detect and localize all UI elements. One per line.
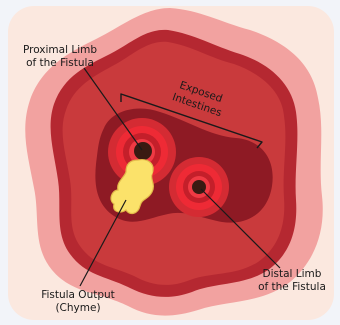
distal-label-line1: Distal Limb (244, 268, 340, 281)
distal-limb-label: Distal Limb of the Fistula (244, 268, 340, 294)
proximal-limb-label: Proximal Limb of the Fistula (10, 44, 110, 70)
output-label-line1: Fistula Output (30, 289, 126, 302)
output-label-line2: (Chyme) (30, 302, 126, 315)
distal-label-line2: of the Fistula (244, 281, 340, 294)
proximal-label-line2: of the Fistula (10, 57, 110, 70)
fistula-output-label: Fistula Output (Chyme) (30, 289, 126, 315)
proximal-label-line1: Proximal Limb (10, 44, 110, 57)
